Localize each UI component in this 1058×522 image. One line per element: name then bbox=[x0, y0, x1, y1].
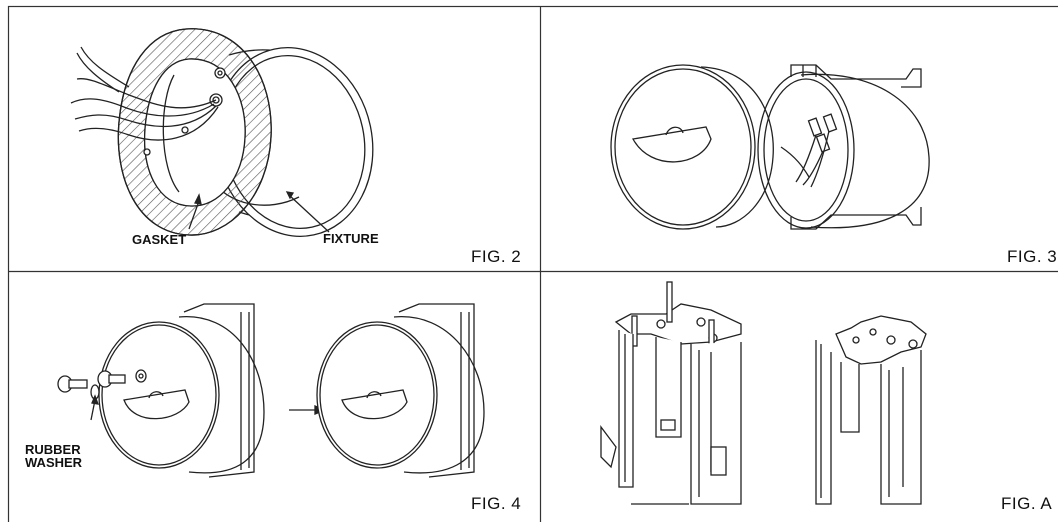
mounting-bracket-illustration bbox=[600, 281, 927, 505]
panel-fig-2: GASKET FIXTURE FIG. 2 bbox=[9, 7, 540, 271]
wiring-connection-illustration bbox=[610, 64, 930, 230]
fig-4-label: FIG. 4 bbox=[471, 494, 522, 513]
fixture-gasket-illustration bbox=[70, 28, 374, 237]
panel-fig-a: FIG. A bbox=[541, 272, 1058, 522]
rubber-washer-callout-line2: WASHER bbox=[25, 455, 83, 470]
panel-fig-4: RUBBER WASHER FIG. 4 bbox=[9, 272, 540, 522]
panel-fig-3: FIG. 3 bbox=[541, 7, 1058, 271]
rubber-washer-install-illustration bbox=[57, 303, 485, 478]
rubber-washer-callout-line1: RUBBER bbox=[25, 442, 81, 457]
gasket-callout: GASKET bbox=[132, 232, 187, 247]
fixture-callout: FIXTURE bbox=[323, 231, 379, 246]
fig-2-label: FIG. 2 bbox=[471, 247, 522, 266]
fig-3-label: FIG. 3 bbox=[1007, 247, 1058, 266]
fig-a-label: FIG. A bbox=[1001, 494, 1053, 513]
